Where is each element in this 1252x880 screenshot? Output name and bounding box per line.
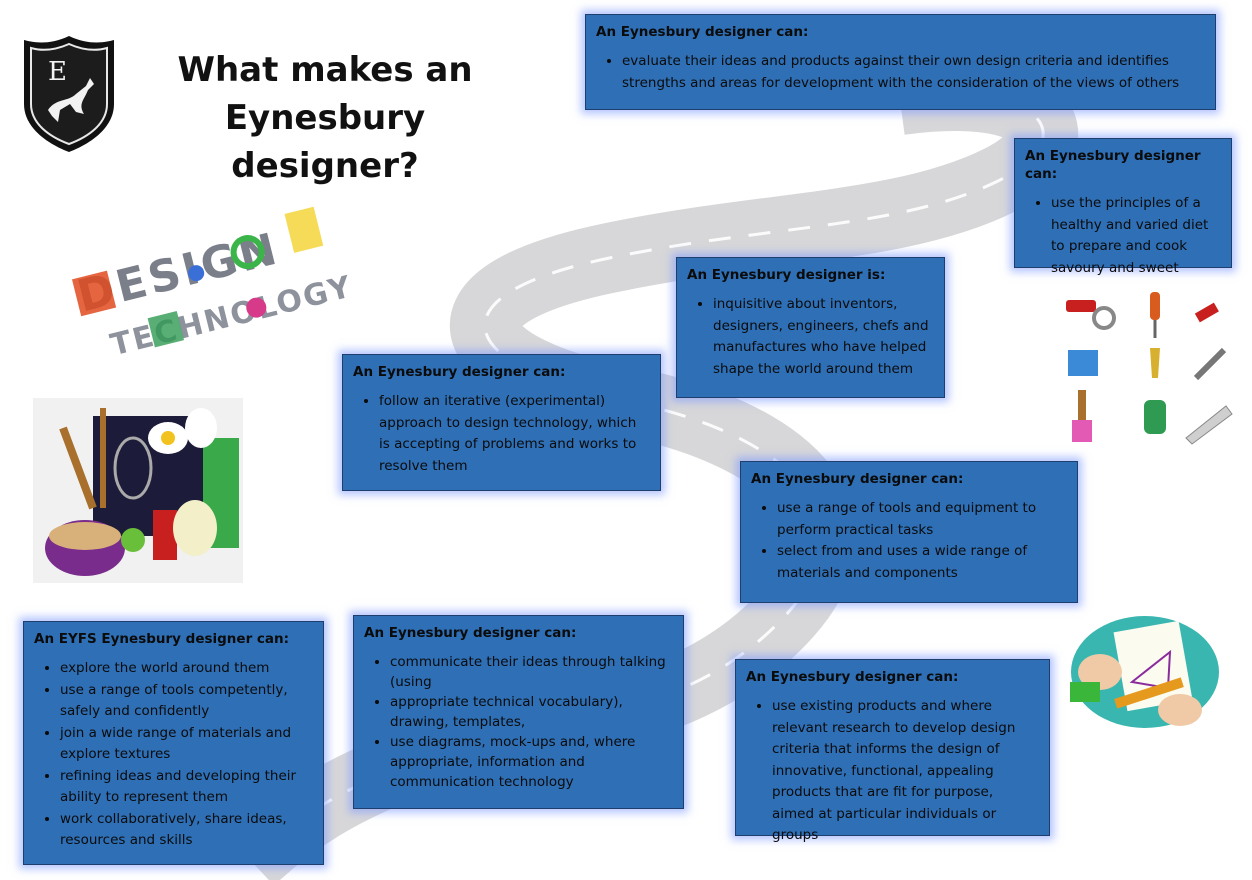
list-item: use a range of tools competently, safely…: [60, 680, 313, 723]
card-heading: An Eynesbury designer can:: [596, 24, 809, 40]
card-communicate: An Eynesbury designer can: communicate t…: [353, 615, 684, 809]
title-line-2: Eynesbury designer?: [224, 98, 426, 186]
card-evaluate: An Eynesbury designer can: evaluate thei…: [585, 14, 1216, 110]
list-item: work collaboratively, share ideas, resou…: [60, 809, 313, 852]
card-heading: An Eynesbury designer can:: [353, 364, 566, 380]
list-item: select from and uses a wide range of mat…: [777, 541, 1067, 584]
card-tools: An Eynesbury designer can: use a range o…: [740, 461, 1078, 603]
card-list: use a range of tools and equipment to pe…: [751, 498, 1067, 584]
list-item: refining ideas and developing their abil…: [60, 766, 313, 809]
design-technology-logo: DESIGN TECHNOLOGY: [71, 206, 356, 363]
card-research: An Eynesbury designer can: use existing …: [735, 659, 1050, 843]
card-list: communicate their ideas through talking …: [364, 652, 673, 792]
school-crest-logo: E: [24, 36, 114, 152]
list-item: communicate their ideas through talking …: [390, 652, 673, 692]
list-item: inquisitive about inventors, designers, …: [713, 294, 934, 380]
card-heading: An Eynesbury designer can:: [746, 669, 959, 685]
card-list: inquisitive about inventors, designers, …: [687, 294, 934, 380]
card-list: use existing products and where relevant…: [746, 696, 1039, 847]
card-heading: An Eynesbury designer is:: [687, 267, 886, 283]
cooking-clipart: [33, 398, 243, 583]
list-item: explore the world around them: [60, 658, 313, 680]
list-item: use a range of tools and equipment to pe…: [777, 498, 1067, 541]
drawing-clipart: [1070, 616, 1219, 728]
page-title: What makes an Eynesbury designer?: [130, 46, 520, 190]
list-item: evaluate their ideas and products agains…: [622, 51, 1205, 94]
card-heading: An Eynesbury designer can:: [751, 471, 964, 487]
card-heading: An Eynesbury designer can:: [364, 625, 577, 641]
card-list: evaluate their ideas and products agains…: [596, 51, 1205, 94]
card-iterative: An Eynesbury designer can: follow an ite…: [342, 354, 661, 491]
crest-letter: E: [48, 57, 67, 87]
card-inquisitive: An Eynesbury designer is: inquisitive ab…: [676, 257, 945, 398]
card-eyfs: An EYFS Eynesbury designer can: explore …: [23, 621, 324, 865]
list-item: use diagrams, mock-ups and, where approp…: [390, 732, 673, 792]
list-item: use existing products and where relevant…: [772, 696, 1039, 847]
card-list: use the principles of a healthy and vari…: [1025, 193, 1221, 279]
card-list: explore the world around them use a rang…: [34, 658, 313, 852]
list-item: appropriate technical vocabulary), drawi…: [390, 692, 673, 732]
card-diet: An Eynesbury designer can: use the princ…: [1014, 138, 1232, 276]
list-item: use the principles of a healthy and vari…: [1051, 193, 1221, 279]
list-item: follow an iterative (experimental) appro…: [379, 391, 650, 477]
card-heading: An Eynesbury designer can:: [1025, 148, 1201, 182]
tools-clipart: [1066, 292, 1233, 445]
card-list: follow an iterative (experimental) appro…: [353, 391, 650, 477]
card-heading: An EYFS Eynesbury designer can:: [34, 631, 290, 647]
title-line-1: What makes an: [177, 50, 473, 90]
list-item: join a wide range of materials and explo…: [60, 723, 313, 766]
